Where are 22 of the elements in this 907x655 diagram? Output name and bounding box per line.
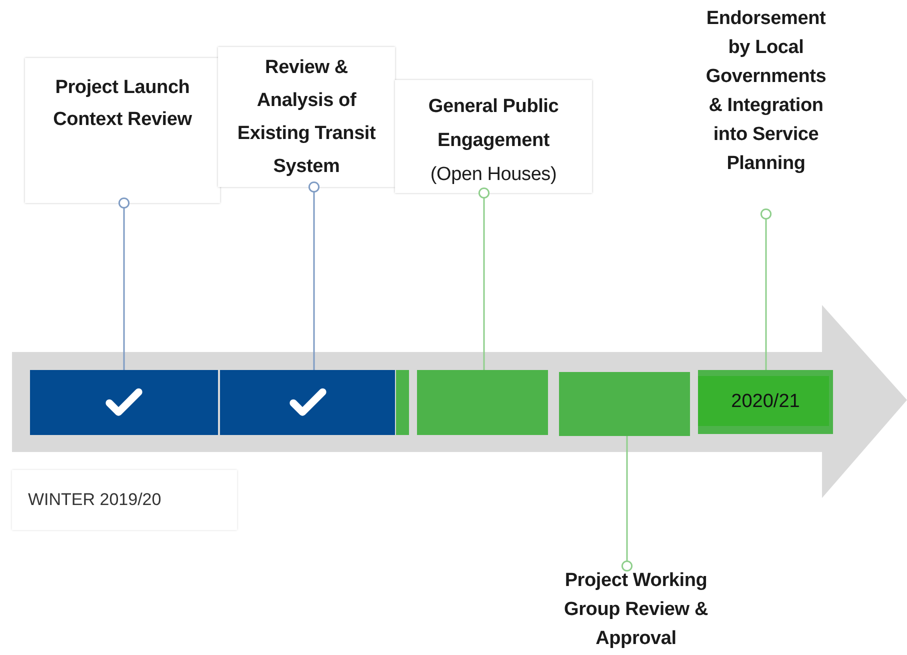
leader-line <box>621 436 633 572</box>
leader-line <box>308 181 320 370</box>
milestone-label: General Public Engagement <box>427 95 560 153</box>
milestone-label: Endorsement by Local Governments & Integration into Service Planning <box>704 7 828 176</box>
milestone-card <box>25 58 220 203</box>
milestone-label: Project Launch Context Review <box>52 76 193 132</box>
leader-line <box>118 197 130 370</box>
timeline-bar <box>30 370 218 435</box>
timeline-bar <box>417 370 548 435</box>
leader-line <box>478 187 490 370</box>
milestone-label: Review & Analysis of Existing Transit System <box>236 56 377 179</box>
timeline-bar <box>396 370 409 435</box>
season-label: WINTER 2019/20 <box>12 470 237 530</box>
leader-line <box>760 208 772 370</box>
timeline-bar <box>698 370 833 434</box>
milestone-label: Project Working Group Review & Approval <box>563 569 709 651</box>
timeline-bar <box>220 370 395 435</box>
date-label: 2020/21 <box>731 391 800 413</box>
milestone-card <box>395 80 592 193</box>
timeline-bar <box>559 372 690 436</box>
milestone-label: (Open Houses) <box>430 163 557 187</box>
milestone-card <box>218 47 395 187</box>
